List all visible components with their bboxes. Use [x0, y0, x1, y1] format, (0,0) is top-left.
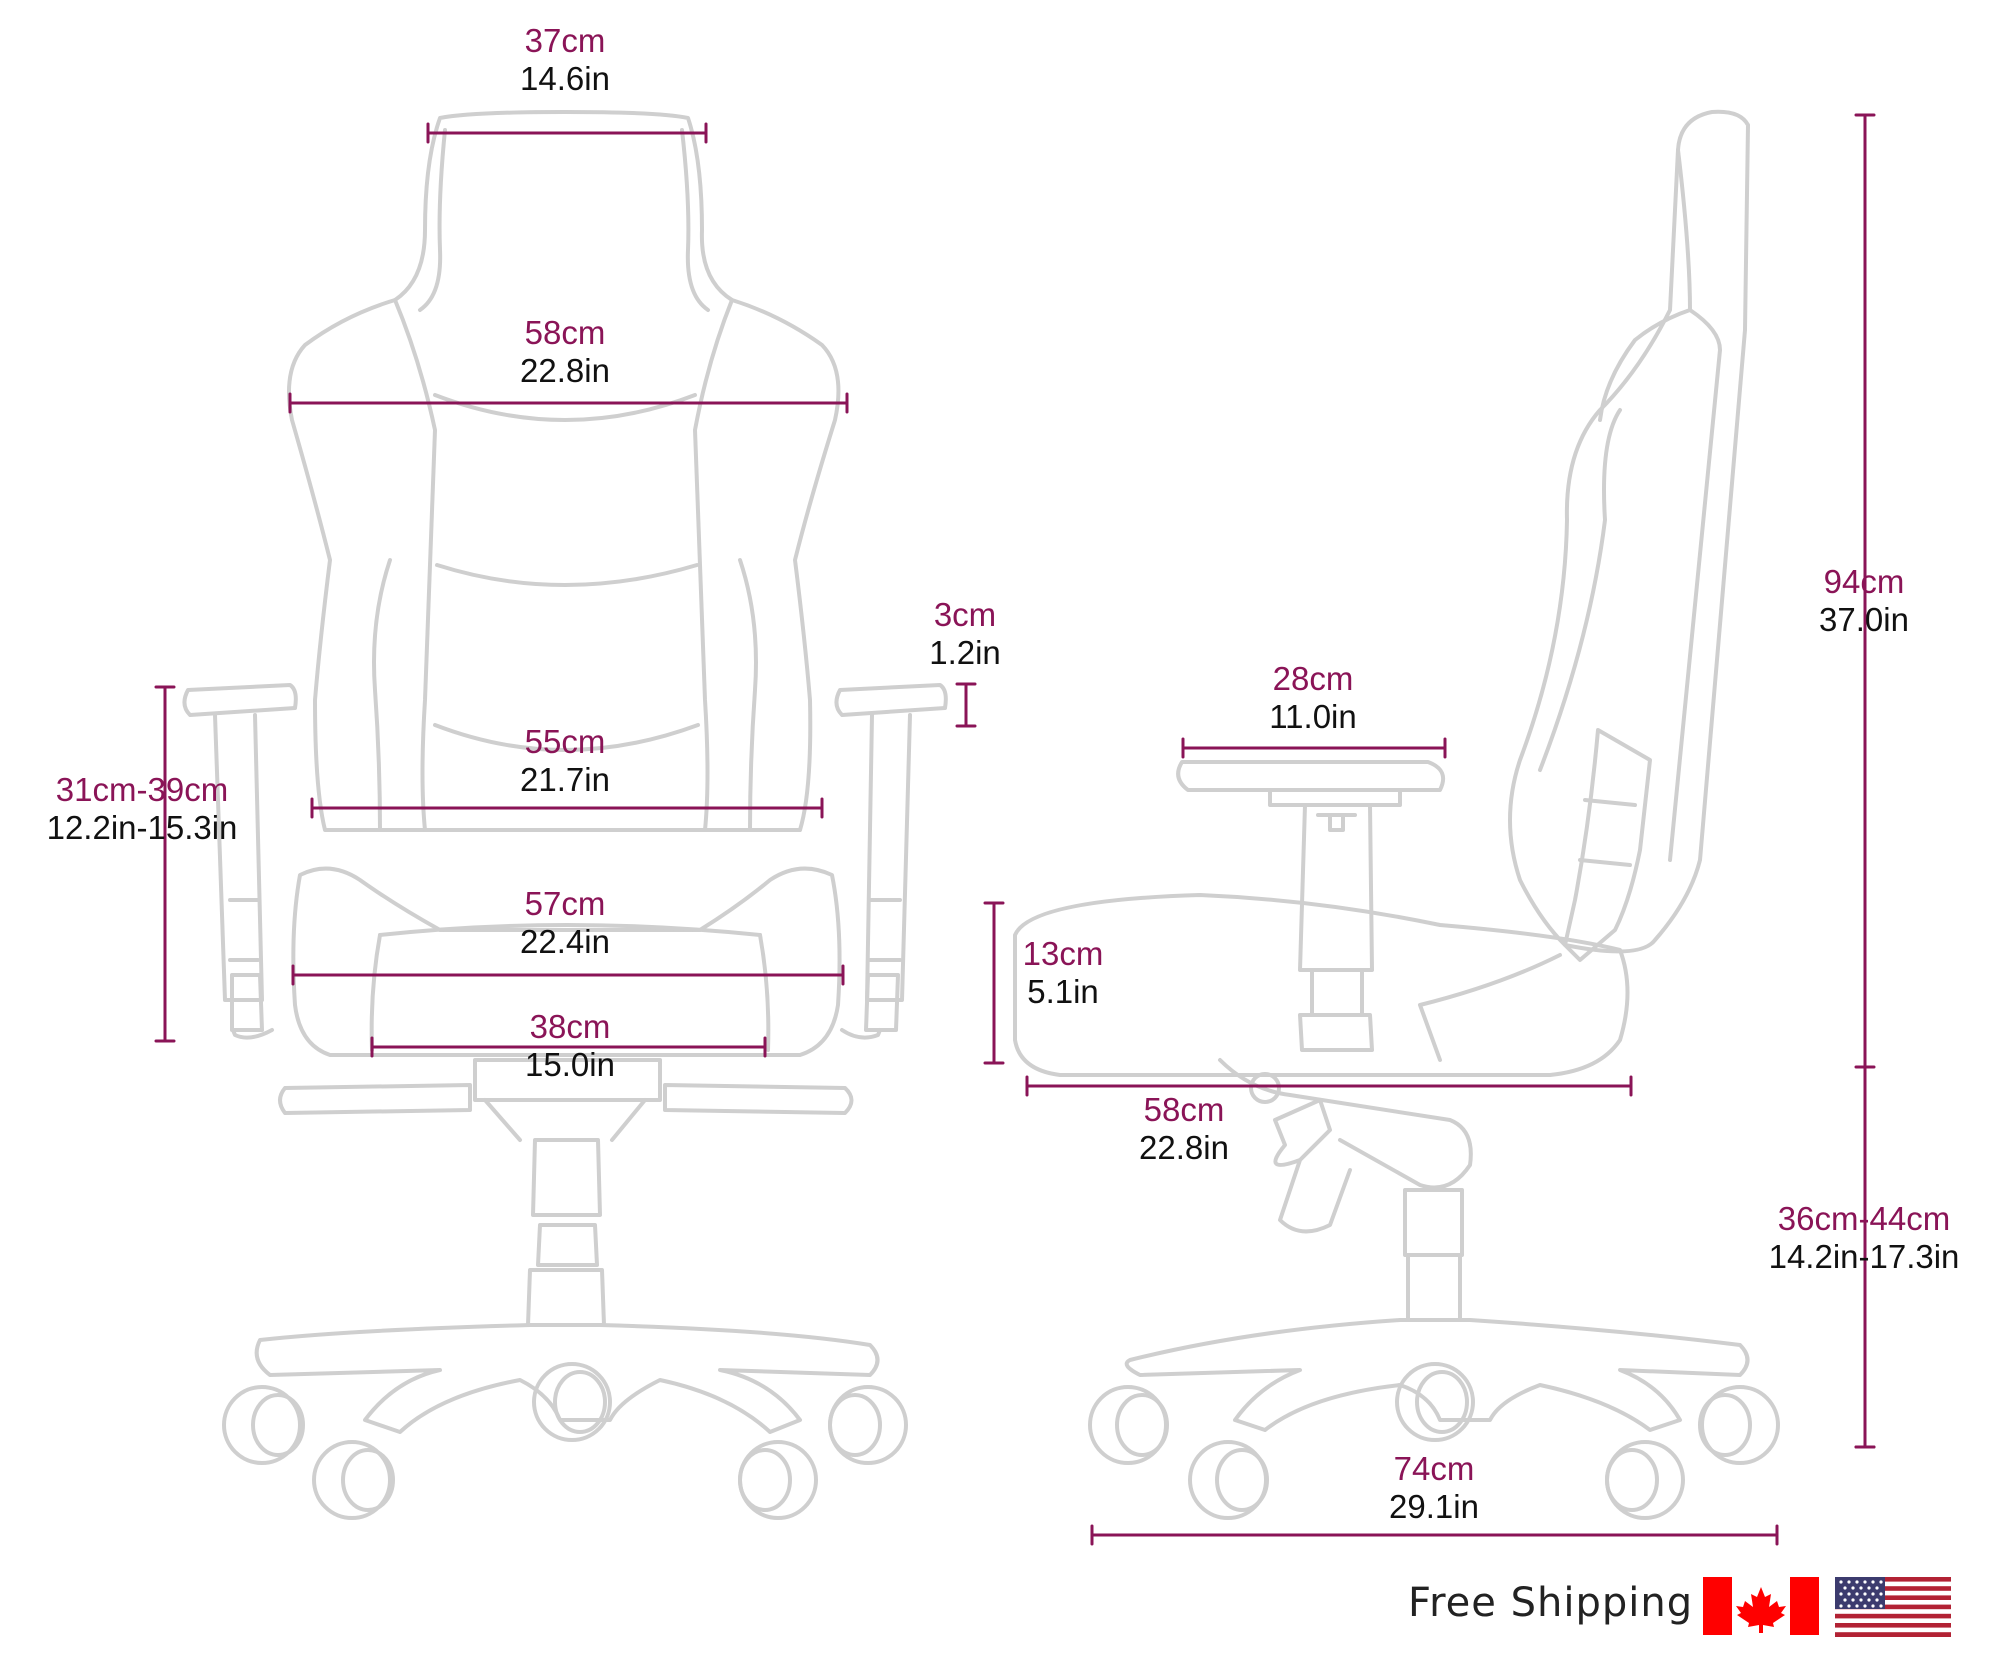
- headrest-width-imperial-value: 14.6in: [520, 59, 610, 97]
- side-armrest-knob: [1316, 813, 1357, 832]
- shoulder-width-imperial-value: 22.8in: [520, 351, 610, 389]
- side-lumbar-wing: [1563, 728, 1652, 962]
- side-tilt-lever: [1273, 1098, 1352, 1234]
- armrest-length-metric-value: 28cm: [1272, 660, 1354, 697]
- backrest-width-imperial-value: 21.7in: [520, 760, 610, 798]
- backrest-width-metric-value: 55cm: [524, 723, 606, 760]
- front-view-chair: [182, 110, 948, 1520]
- armrest-height-imperial-value: 12.2in-15.3in: [46, 808, 238, 846]
- side-lumbar-seam: [1578, 798, 1637, 867]
- seat-height-metric-value: 36cm-44cm: [1777, 1200, 1951, 1237]
- canada-flag-icon: [1703, 1577, 1819, 1635]
- armrest-thickness-metric-value: 3cm: [933, 596, 997, 633]
- front-headrest-inner: [418, 128, 447, 312]
- side-armrest-post: [1268, 788, 1402, 1052]
- front-backrest-inner-right: [693, 298, 734, 832]
- side-armrest-pad: [1176, 760, 1445, 792]
- front-armrest-right: [834, 683, 948, 1040]
- side-view-chair: [1013, 109, 1780, 1520]
- backrest-height-imperial-value: 37.0in: [1819, 600, 1909, 638]
- backrest-height-metric-value: 94cm: [1823, 563, 1905, 600]
- front-casters: [222, 1362, 908, 1520]
- front-backrest-outer: [286, 110, 841, 832]
- front-headrest-inner-right: [680, 128, 710, 312]
- seat-cushion-height-metric-value: 13cm: [1022, 935, 1104, 972]
- side-tilt-mechanism: [1218, 1058, 1473, 1190]
- front-armrest-left: [182, 683, 298, 1040]
- side-tilt-knob: [1249, 1072, 1281, 1104]
- side-casters: [1088, 1362, 1780, 1520]
- seat-outer-width-imperial-value: 22.4in: [520, 922, 610, 960]
- usa-flag-icon: [1835, 1577, 1951, 1637]
- front-star-base: [254, 1323, 880, 1434]
- seat-inner-width-imperial-value: 15.0in: [525, 1045, 615, 1083]
- front-lumbar-seam-top: [435, 563, 699, 587]
- armrest-length-imperial-value: 11.0in: [1269, 697, 1357, 735]
- front-seat-cushion: [291, 866, 842, 1057]
- base-width-imperial-value: 29.1in: [1389, 1487, 1479, 1525]
- seat-cushion-height-imperial-value: 5.1in: [1027, 972, 1099, 1010]
- front-side-bolster-left: [372, 558, 392, 832]
- seat-depth-metric-value: 58cm: [1143, 1091, 1225, 1128]
- side-backrest-seam: [1538, 408, 1622, 772]
- seat-outer-width-metric-value: 57cm: [524, 885, 606, 922]
- free-shipping-text: Free Shipping: [1408, 1580, 1694, 1626]
- side-seat-front-detail: [1418, 953, 1562, 1062]
- front-shoulder-seam: [433, 393, 697, 422]
- side-backrest: [1508, 109, 1750, 954]
- front-cylinder-bracket: [483, 1098, 647, 1142]
- side-star-base: [1124, 1318, 1750, 1432]
- armrest-thickness-imperial-value: 1.2in: [929, 633, 1001, 671]
- seat-height-imperial-value: 14.2in-17.3in: [1768, 1237, 1960, 1275]
- seat-depth-imperial-value: 22.8in: [1139, 1128, 1229, 1166]
- front-seat-top-edge: [378, 923, 762, 937]
- dimension-lines: [154, 113, 1876, 1546]
- side-gas-cylinder: [1403, 1188, 1464, 1322]
- armrest-height-metric-value: 31cm-39cm: [55, 771, 229, 808]
- headrest-width-metric-value: 37cm: [524, 22, 606, 59]
- side-seat-cushion: [1013, 893, 1630, 1077]
- front-lumbar-seam-bottom: [433, 723, 700, 752]
- seat-inner-width-metric-value: 38cm: [529, 1008, 611, 1045]
- front-gas-cylinder: [526, 1138, 606, 1327]
- shoulder-width-metric-value: 58cm: [524, 314, 606, 351]
- front-side-bolster-right: [738, 558, 758, 832]
- front-tilt-mechanism: [278, 1058, 854, 1115]
- front-backrest-inner-left: [393, 298, 437, 832]
- base-width-metric-value: 74cm: [1393, 1450, 1475, 1487]
- side-backrest-inner: [1598, 148, 1722, 862]
